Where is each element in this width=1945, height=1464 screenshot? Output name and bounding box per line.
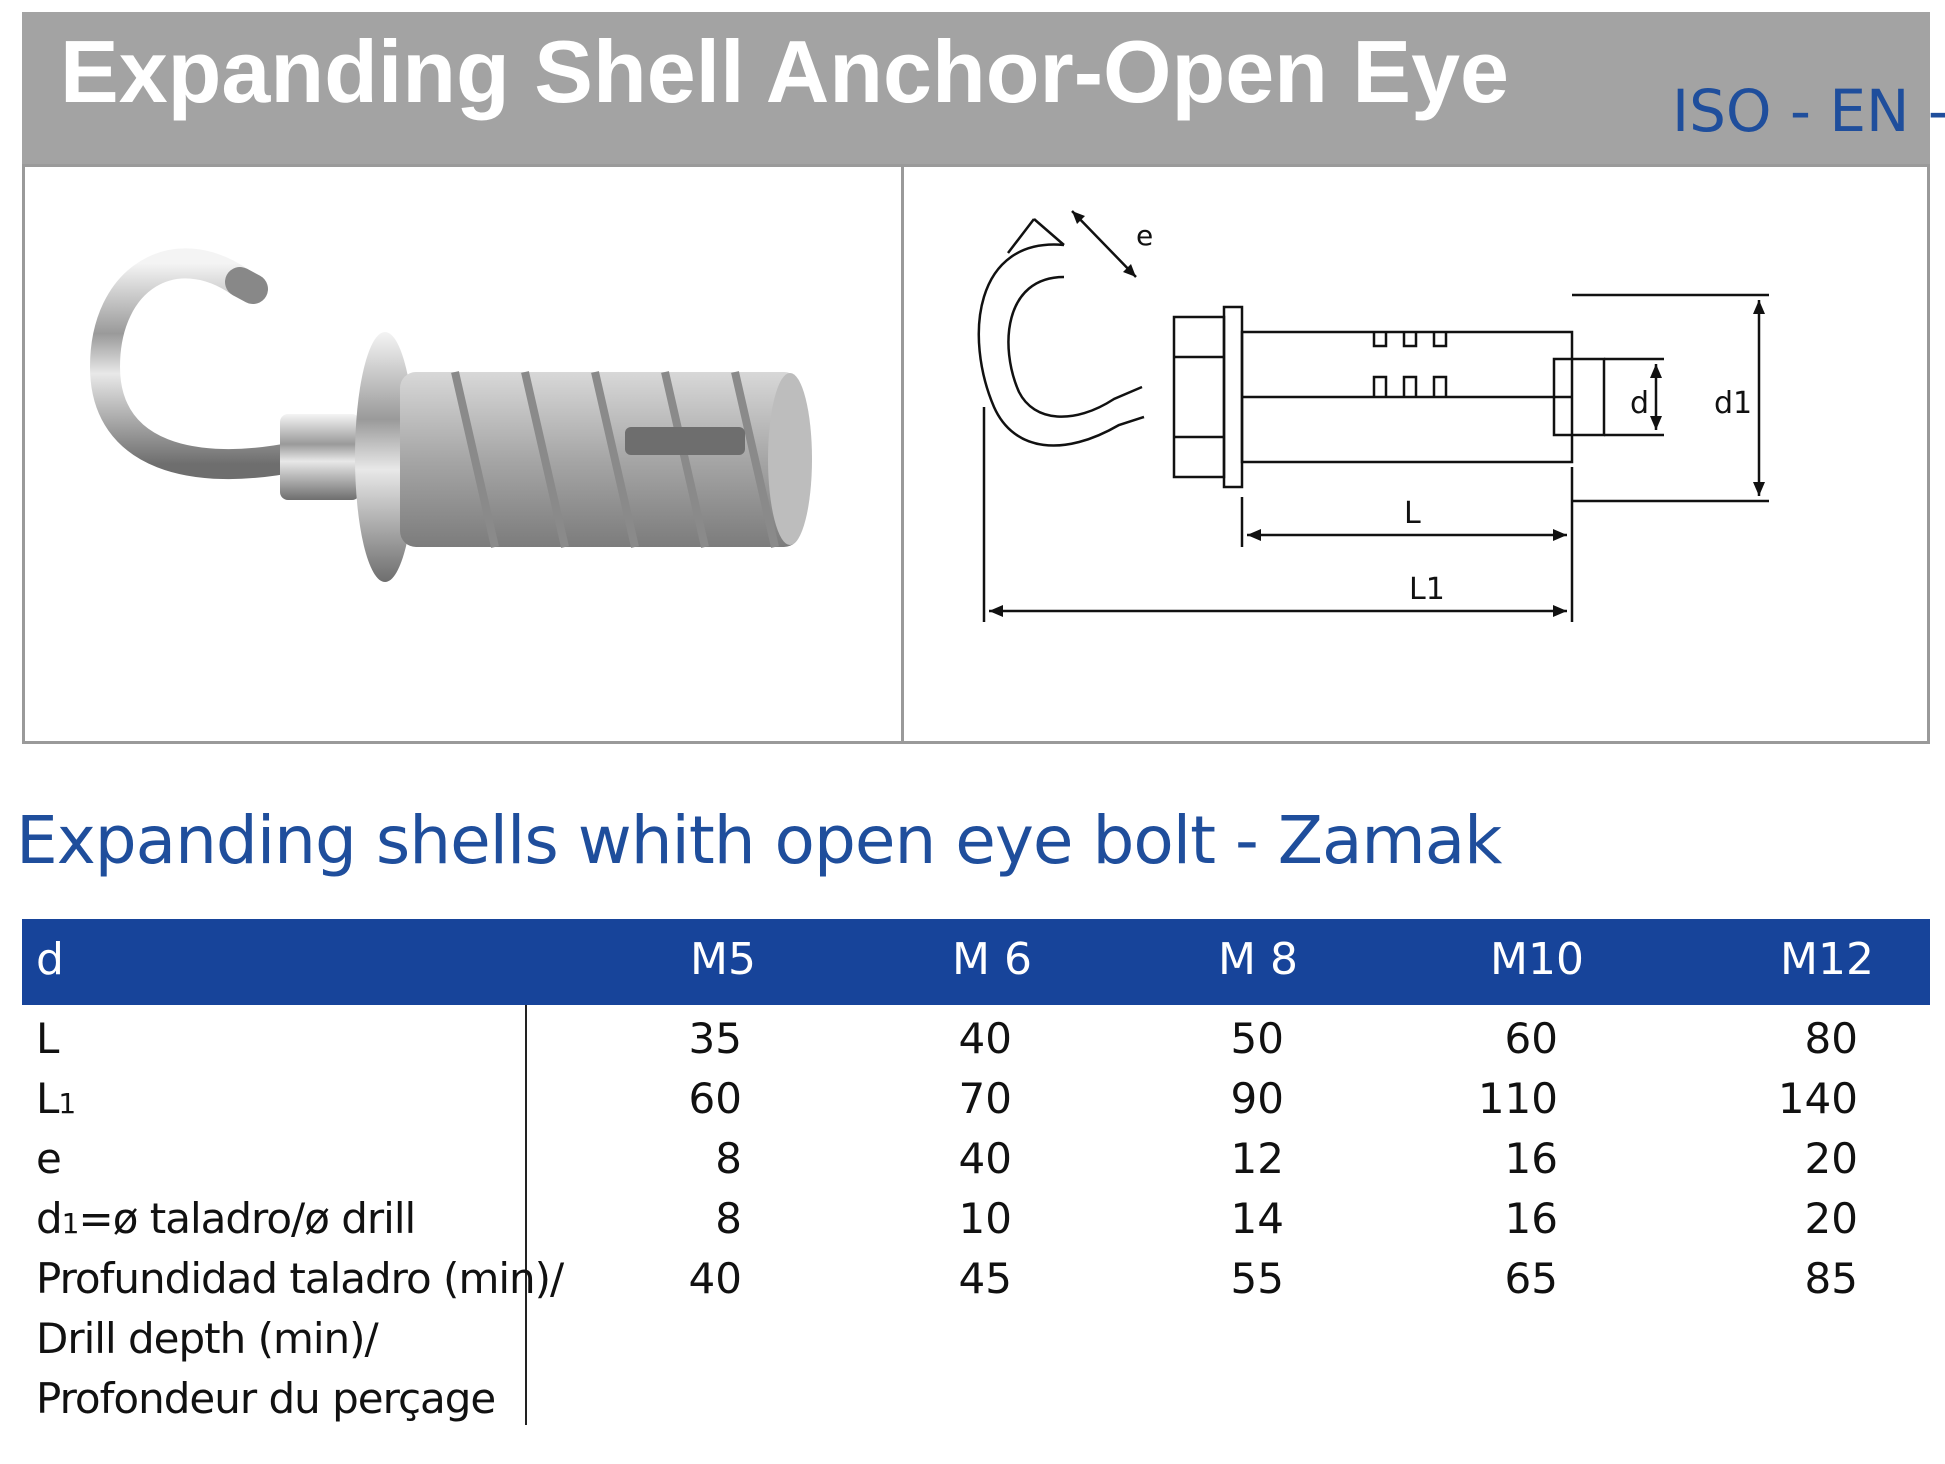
dimension-d1-label: d1 — [1714, 386, 1752, 421]
section-title: Expanding shells whith open eye bolt - Z… — [16, 802, 1502, 879]
table-cell: 80 — [1804, 1014, 1858, 1063]
table-row-label: d1=ø taladro/ø drill — [36, 1194, 416, 1243]
table-header-label: d — [36, 934, 64, 985]
table-cell: 70 — [958, 1074, 1012, 1123]
anchor-technical-drawing: e d d1 L L1 — [977, 210, 1769, 622]
table-row-label: e — [36, 1134, 62, 1183]
table-column-header: M5 — [690, 934, 756, 985]
table-cell: 16 — [1504, 1194, 1558, 1243]
table-column-header: M10 — [1490, 934, 1584, 985]
table-cell: 14 — [1230, 1194, 1284, 1243]
table-cell: 10 — [958, 1194, 1012, 1243]
table-row-label: L — [36, 1014, 59, 1063]
dimension-L1-label: L1 — [1409, 572, 1445, 607]
table-column-header: M 6 — [952, 934, 1032, 985]
table-cell: 40 — [958, 1134, 1012, 1183]
table-cell: 12 — [1230, 1134, 1284, 1183]
table-cell: 65 — [1504, 1254, 1558, 1303]
table-cell: 20 — [1804, 1194, 1858, 1243]
table-row-label-continuation: Profondeur du perçage — [36, 1374, 496, 1423]
standards-label: ISO - EN - — [1672, 77, 1945, 145]
table-cell: 60 — [688, 1074, 742, 1123]
table-cell: 45 — [958, 1254, 1012, 1303]
dimension-d-label: d — [1630, 386, 1649, 421]
table-cell: 50 — [1230, 1014, 1284, 1063]
table-cell: 110 — [1477, 1074, 1558, 1123]
dimension-e-label: e — [1136, 219, 1153, 252]
table-cell: 85 — [1804, 1254, 1858, 1303]
table-cell: 55 — [1230, 1254, 1284, 1303]
table-cell: 8 — [715, 1134, 742, 1183]
technical-drawing-panel: e d d1 L L1 — [901, 164, 1930, 744]
table-column-header: M12 — [1780, 934, 1874, 985]
dimension-L-label: L — [1404, 496, 1421, 531]
table-cell: 16 — [1504, 1134, 1558, 1183]
table-row-label-continuation: Drill depth (min)/ — [36, 1314, 379, 1363]
table-row-label: L1 — [36, 1074, 76, 1123]
table-cell: 140 — [1777, 1074, 1858, 1123]
table-cell: 40 — [958, 1014, 1012, 1063]
header-bar — [22, 12, 1930, 164]
table-row-label: Profundidad taladro (min)/ — [36, 1254, 564, 1303]
table-column-header: M 8 — [1218, 934, 1298, 985]
table-cell: 90 — [1230, 1074, 1284, 1123]
product-photo-panel — [22, 164, 904, 744]
table-cell: 8 — [715, 1194, 742, 1243]
page-title: Expanding Shell Anchor-Open Eye — [60, 22, 1509, 121]
table-header-row — [22, 919, 1930, 1005]
anchor-photo-illustration — [89, 248, 812, 582]
table-cell: 40 — [688, 1254, 742, 1303]
table-cell: 60 — [1504, 1014, 1558, 1063]
table-cell: 35 — [688, 1014, 742, 1063]
table-column-divider — [525, 1005, 527, 1425]
table-cell: 20 — [1804, 1134, 1858, 1183]
